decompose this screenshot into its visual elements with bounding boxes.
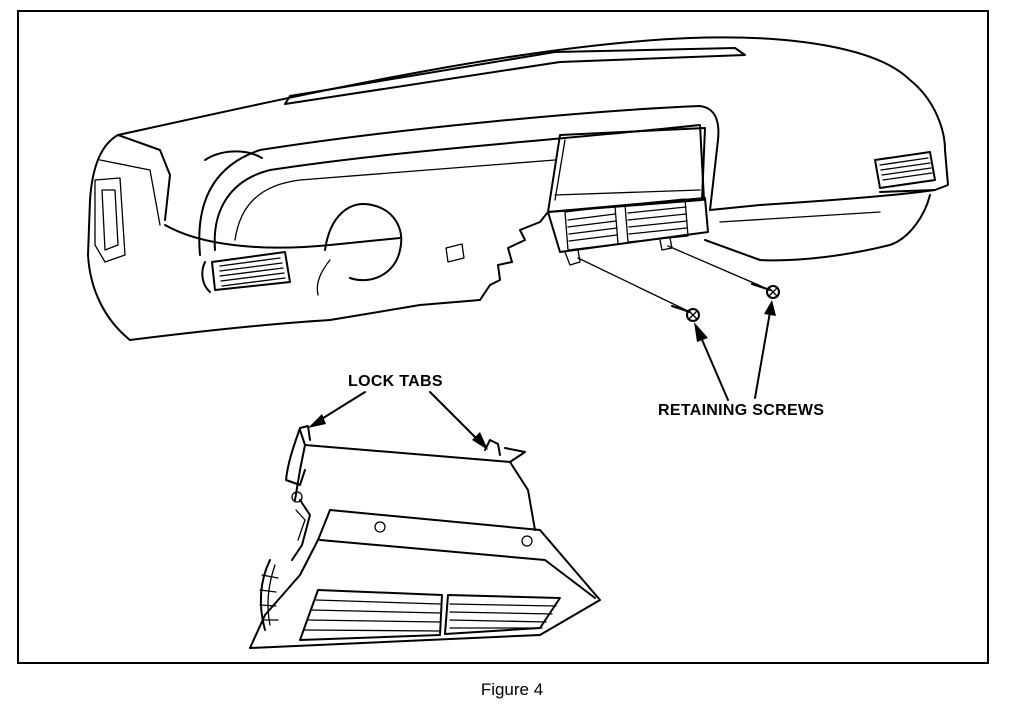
right-dash-vent: [874, 151, 936, 189]
dashboard-panel: [87, 36, 949, 341]
retaining-screw-left: [577, 257, 700, 322]
lock-tabs-arrows: [308, 391, 488, 450]
left-dash-vent: [201, 251, 291, 293]
vent-assembly-exploded: [249, 425, 601, 649]
retaining-screw-right: [667, 245, 780, 299]
retaining-screws-arrows: [694, 300, 776, 401]
center-vent-installed: [547, 197, 709, 266]
figure-caption: Figure 4: [480, 680, 544, 699]
retaining-screws-label: RETAINING SCREWS: [658, 402, 825, 419]
lock-tabs-label: LOCK TABS: [348, 373, 443, 390]
figure-frame: [17, 10, 989, 664]
